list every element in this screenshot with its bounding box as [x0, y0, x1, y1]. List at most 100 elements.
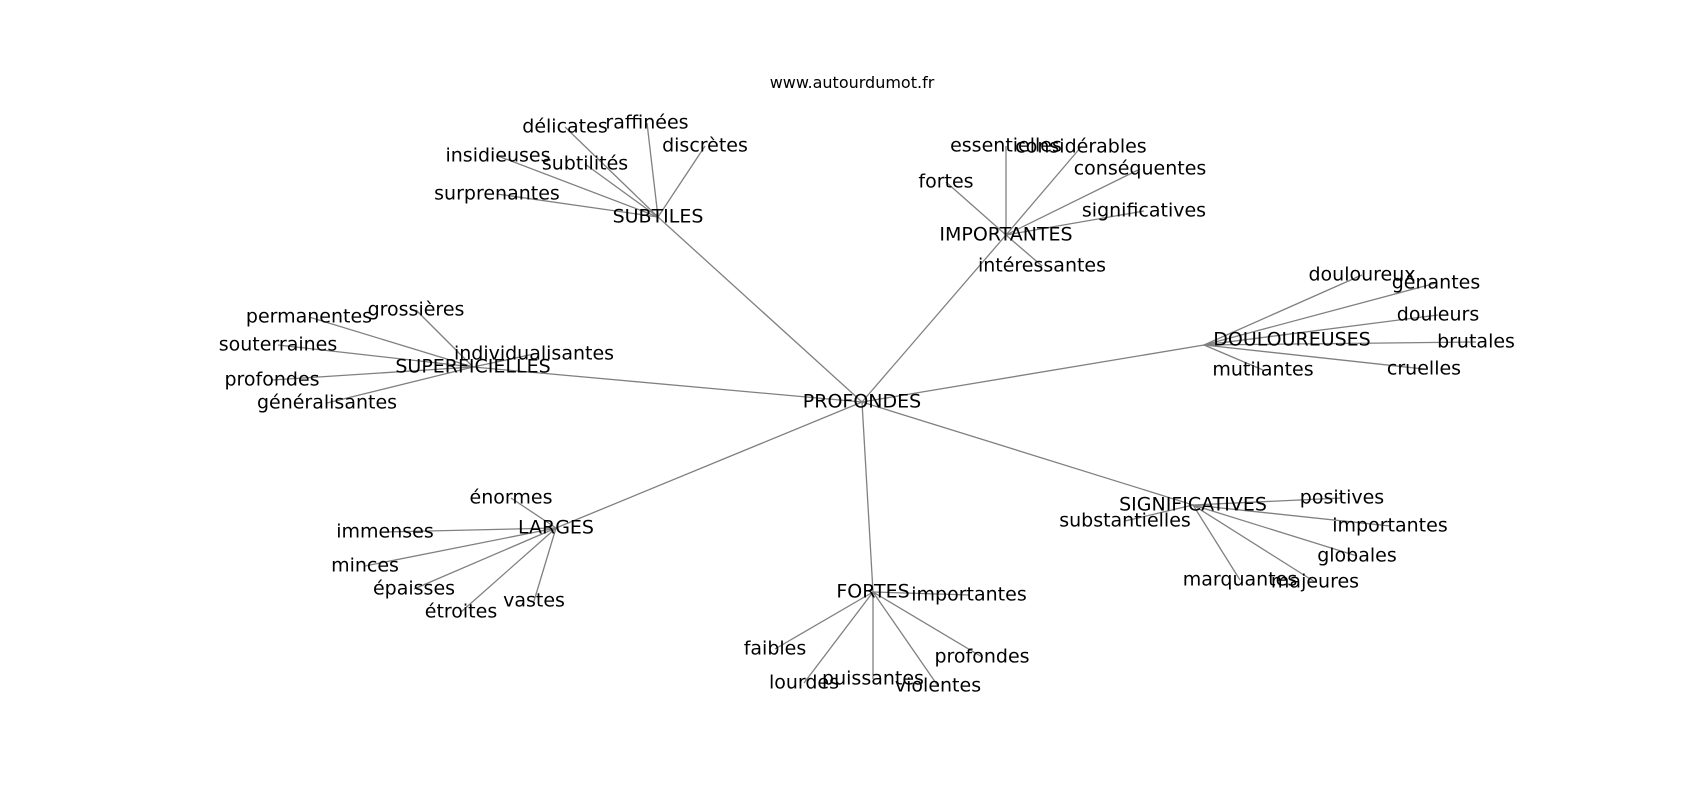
leaf-node: intéressantes [978, 255, 1106, 277]
leaf-node: gênantes [1392, 272, 1481, 294]
edge-significatives-leaf [1192, 504, 1358, 557]
edge-significatives-leaf [1192, 504, 1316, 583]
edge-douloureuses-leaf [1203, 282, 1437, 346]
leaf-node: importantes [911, 584, 1026, 606]
edge-subtiles-leaf [646, 122, 659, 218]
leaf-node: surprenantes [434, 183, 560, 205]
group-node-douloureuses: DOULOUREUSES [1213, 329, 1371, 351]
edge-subtiles-leaf [496, 193, 659, 218]
group-node-subtiles: SUBTILES [613, 206, 704, 228]
leaf-node: étroites [425, 601, 497, 623]
edge-larges-leaf [510, 497, 557, 529]
leaf-node: lourdes [769, 672, 839, 694]
edge-douloureuses-leaf [1203, 344, 1425, 370]
leaf-node: énormes [470, 487, 553, 509]
edge-root-subtiles [657, 216, 863, 403]
edge-significatives-leaf [1192, 504, 1391, 527]
edge-root-larges [555, 401, 863, 529]
leaf-node: vastes [503, 590, 565, 612]
edge-superficielles-leaf [271, 366, 474, 381]
leaf-node: subtilités [542, 153, 628, 175]
label-layer: PROFONDES SUBTILES délicatesraffinéesdiscr… [219, 112, 1515, 697]
edge-larges-leaf [460, 527, 557, 613]
edge-significatives-leaf [1192, 497, 1343, 506]
leaf-node: individualisantes [454, 343, 614, 365]
edge-subtiles-leaf [564, 126, 659, 218]
edge-superficielles-leaf [308, 316, 474, 368]
edge-importantes-leaf [1005, 234, 1043, 267]
edge-douloureuses-leaf [1203, 274, 1363, 346]
leaf-node: profondes [934, 646, 1029, 668]
edge-root-douloureuses [861, 344, 1205, 403]
edge-importantes-leaf [1005, 210, 1145, 236]
edge-fortes-leaf [872, 591, 983, 658]
leaf-node: fortes [918, 171, 973, 193]
edge-larges-leaf [384, 527, 557, 533]
leaf-node: insidieuses [445, 145, 550, 167]
leaf-node: conséquentes [1074, 158, 1207, 180]
leaf-node: marquantes [1183, 569, 1297, 591]
leaf-node: brutales [1437, 331, 1515, 353]
edge-superficielles-leaf [415, 309, 474, 368]
edge-importantes-leaf [945, 181, 1007, 236]
leaf-node: puissantes [822, 668, 924, 690]
edge-significatives-leaf [1124, 504, 1194, 522]
edge-root-fortes [861, 401, 874, 593]
group-node-importantes: IMPORTANTES [939, 224, 1072, 246]
leaf-node: significatives [1082, 200, 1206, 222]
leaf-node: douloureux [1308, 264, 1415, 286]
leaf-node: mutilantes [1212, 359, 1313, 381]
edge-importantes-leaf [1005, 168, 1141, 236]
leaf-node: discrètes [662, 135, 748, 157]
edge-root-importantes [861, 234, 1007, 403]
edge-douloureuses-leaf [1203, 344, 1264, 371]
edge-significatives-leaf [1192, 504, 1241, 581]
leaf-node: délicates [522, 116, 607, 138]
edge-subtiles-leaf [584, 163, 659, 218]
leaf-node: raffinées [605, 112, 688, 134]
root-node: PROFONDES [803, 391, 921, 413]
edge-douloureuses-leaf [1203, 341, 1477, 346]
leaf-node: grossières [368, 299, 465, 321]
leaf-node: épaisses [373, 578, 455, 600]
edge-superficielles-leaf [326, 366, 474, 404]
edge-subtiles-leaf [497, 155, 659, 218]
group-node-superficielles: SUPERFICIELLES [395, 356, 550, 378]
leaf-node: essentielles [950, 135, 1062, 157]
leaf-node: généralisantes [257, 392, 397, 414]
edge-fortes-leaf [872, 591, 970, 596]
leaf-node: cruelles [1387, 358, 1461, 380]
edge-layer [271, 122, 1477, 687]
leaf-node: permanentes [246, 306, 372, 328]
leaf-node: immenses [336, 521, 434, 543]
leaf-node: violentes [895, 675, 981, 697]
leaf-node: positives [1300, 487, 1384, 509]
edge-subtiles-leaf [657, 145, 706, 218]
leaf-node: globales [1317, 545, 1397, 567]
edge-fortes-leaf [803, 591, 874, 684]
leaf-node: douleurs [1397, 304, 1479, 326]
leaf-node: substantielles [1059, 510, 1191, 532]
leaf-node: considérables [1015, 136, 1146, 158]
leaf-node: faibles [744, 638, 807, 660]
edge-larges-leaf [413, 527, 557, 590]
edge-fortes-leaf [872, 591, 939, 687]
site-title: www.autourdumot.fr [770, 73, 935, 92]
leaf-node: majeures [1271, 571, 1359, 593]
leaf-node: profondes [224, 369, 319, 391]
leaf-node: souterraines [219, 334, 338, 356]
edge-larges-leaf [533, 527, 557, 602]
group-node-significatives: SIGNIFICATIVES [1119, 494, 1267, 516]
edge-larges-leaf [364, 527, 557, 567]
edge-root-significatives [861, 401, 1194, 506]
group-node-fortes: FORTES [836, 581, 909, 603]
edge-fortes-leaf [774, 591, 874, 650]
group-node-larges: LARGES [518, 517, 594, 539]
edge-superficielles-leaf [277, 344, 474, 368]
edge-root-superficielles [472, 366, 863, 403]
leaf-node: importantes [1332, 515, 1447, 537]
edge-superficielles-leaf [472, 353, 535, 368]
edge-importantes-leaf [1005, 146, 1082, 236]
leaf-node: minces [331, 555, 399, 577]
